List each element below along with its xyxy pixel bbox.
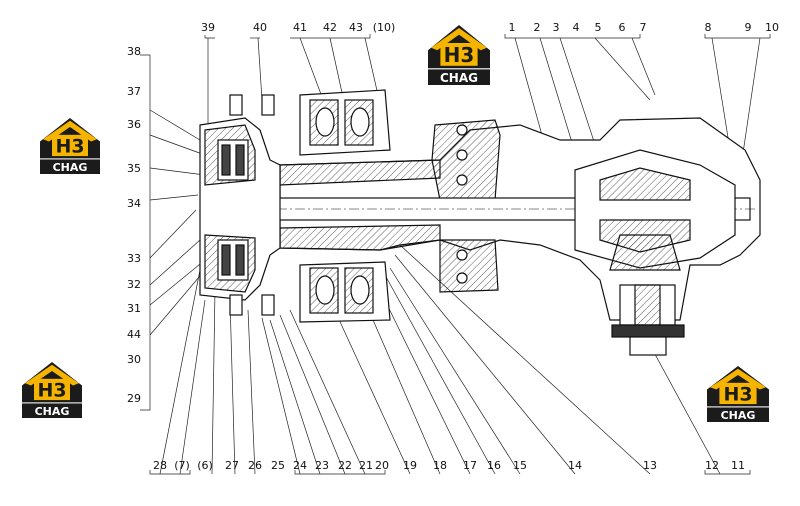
top-callout: 7	[640, 21, 647, 34]
left-callout: 38	[127, 45, 141, 58]
roof-accent-icon	[43, 120, 97, 142]
left-callout: 34	[127, 197, 141, 210]
bottom-callout: 26	[248, 459, 262, 472]
top-callout: 5	[595, 21, 602, 34]
bottom-callout: 17	[463, 459, 477, 472]
left-callout: 31	[127, 302, 141, 315]
top-callout: 9	[745, 21, 752, 34]
left-callout: 30	[127, 353, 141, 366]
top-callout: 3	[553, 21, 560, 34]
drive-axle-section	[199, 89, 761, 356]
top-callout: (10)	[373, 21, 396, 34]
logo-mark: H3	[723, 384, 752, 406]
top-callout: 1	[509, 21, 516, 34]
bottom-callout: 24	[293, 459, 307, 472]
callout-numbers-left: 38 37 36 35 34 33 32 31 44 30 29	[127, 45, 141, 405]
bottom-callout: (7)	[174, 459, 190, 472]
left-callout: 44	[127, 328, 141, 341]
bottom-callout: 13	[643, 459, 657, 472]
bottom-callout: 28	[153, 459, 167, 472]
top-callout: 40	[253, 21, 267, 34]
top-callout: 4	[573, 21, 580, 34]
logo-band	[22, 403, 82, 418]
left-callout: 37	[127, 85, 141, 98]
bottom-callout: 19	[403, 459, 417, 472]
logo-mark: H3	[444, 43, 475, 67]
top-callout: 43	[349, 21, 363, 34]
logo-name: CHAG	[35, 405, 70, 418]
left-callout: 32	[127, 278, 141, 291]
bottom-callout: 20	[375, 459, 389, 472]
logo-panel	[719, 382, 757, 405]
logo-name: CHAG	[440, 71, 478, 85]
logo-band	[707, 407, 769, 422]
bottom-callout: 21	[359, 459, 373, 472]
top-callout: 6	[619, 21, 626, 34]
bottom-callout: 22	[338, 459, 352, 472]
bottom-callout: 18	[433, 459, 447, 472]
left-callout: 36	[127, 118, 141, 131]
bottom-callout: 27	[225, 459, 239, 472]
left-callout: 33	[127, 252, 141, 265]
top-callout: 41	[293, 21, 307, 34]
roof-accent-icon	[431, 28, 487, 51]
top-callout: 10	[765, 21, 779, 34]
logo-mark: H3	[55, 136, 84, 158]
bottom-callout: 14	[568, 459, 582, 472]
bottom-callout: 16	[487, 459, 501, 472]
roof-accent-icon	[25, 364, 79, 386]
left-callout: 35	[127, 162, 141, 175]
logo-name: CHAG	[721, 409, 756, 422]
top-callout: 2	[534, 21, 541, 34]
roof-accent-icon	[710, 368, 766, 390]
logo-name: CHAG	[53, 161, 88, 174]
logo-panel	[440, 43, 478, 66]
logo-panel	[52, 134, 88, 157]
logo-panel	[34, 378, 70, 401]
bottom-callout: 23	[315, 459, 329, 472]
logo-band	[40, 159, 100, 174]
bottom-callout: (6)	[197, 459, 213, 472]
top-callout: 39	[201, 21, 215, 34]
bottom-callout: 12	[705, 459, 719, 472]
logo-band	[428, 69, 490, 85]
bottom-callout: 25	[271, 459, 285, 472]
bottom-callout: 11	[731, 459, 745, 472]
top-callout: 42	[323, 21, 337, 34]
left-callout: 29	[127, 392, 141, 405]
top-callout: 8	[705, 21, 712, 34]
logo-mark: H3	[37, 380, 66, 402]
bottom-callout: 15	[513, 459, 527, 472]
